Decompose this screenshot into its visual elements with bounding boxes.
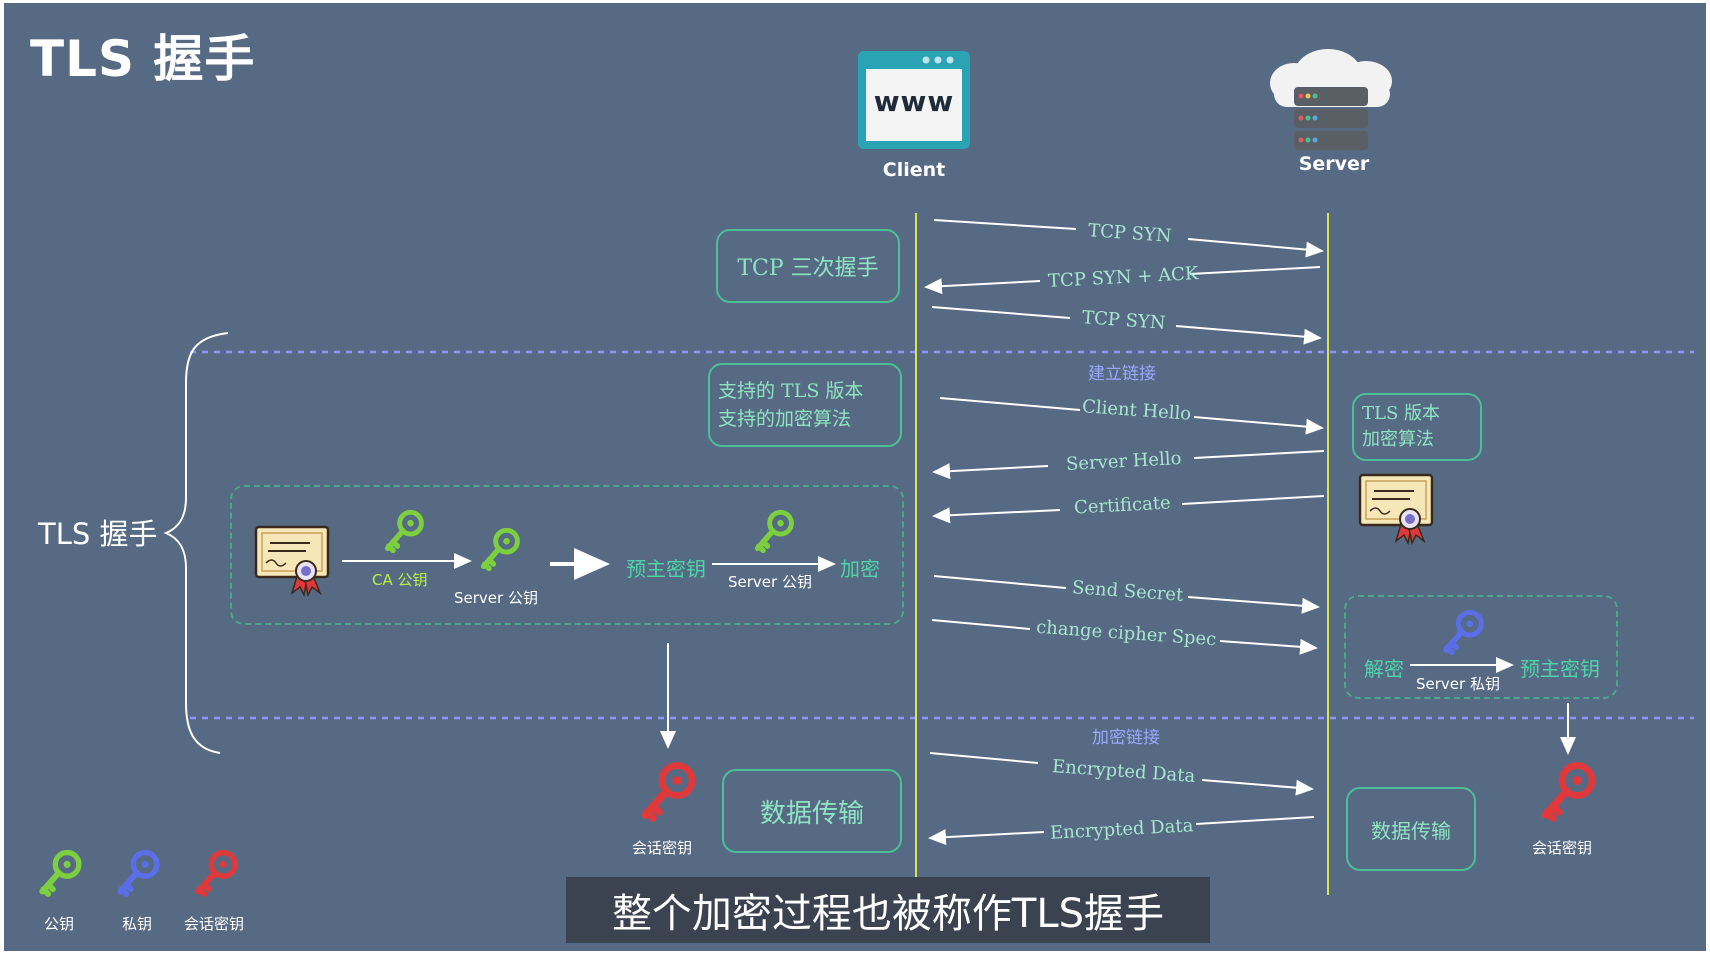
legend-public-label: 公钥 [44,915,75,933]
connect-phase-label: 建立链接 [1088,364,1156,384]
message-arrows [342,219,1576,846]
diagram-canvas: TLS 握手 建立链接 加密链接 TLS 握手 www Client [4,3,1706,951]
legend-private-key-icon [114,849,162,901]
tls-brace [163,332,229,754]
server-private-key-label: Server 私钥 [1416,675,1500,693]
client-supported-tls: 支持的 TLS 版本 [718,380,864,402]
legend-public-key-icon [36,849,84,901]
server-data-transfer-box: 数据传输 [1346,787,1476,871]
client-supported-box: 支持的 TLS 版本 支持的加密算法 [708,363,902,447]
client-icon-text: www [873,85,955,118]
server-tls-version: TLS 版本 [1362,403,1441,424]
server-private-key-icon [1440,609,1486,659]
client-browser-icon: www [856,49,972,151]
encrypt-label: 加密 [840,557,880,581]
client-session-key-icon [638,761,698,827]
encrypt-phase-label: 加密链接 [1092,728,1160,748]
server-public-key-label-2: Server 公钥 [728,573,812,591]
server-session-key-icon [1538,761,1598,827]
server-public-key-label: Server 公钥 [454,589,538,607]
server-tls-box: TLS 版本 加密算法 [1352,393,1482,461]
legend-private-label: 私钥 [122,915,153,933]
video-subtitle: 整个加密过程也被称作TLS握手 [566,877,1210,943]
client-label: Client [882,159,946,181]
server-premaster-label: 预主密钥 [1520,657,1600,681]
server-decrypt-box [1344,595,1618,699]
decrypt-label: 解密 [1364,657,1404,681]
server-session-key-label: 会话密钥 [1532,839,1593,857]
tcp-handshake-box: TCP 三次握手 [716,229,900,303]
server-label: Server [1298,153,1370,175]
ca-public-key-label: CA 公钥 [372,571,428,589]
phase-lines [163,213,1694,895]
tls-handshake-side-label: TLS 握手 [38,517,158,551]
ca-public-key-icon [382,509,426,557]
premaster-key-label: 预主密钥 [626,557,706,581]
server-certificate-icon [1358,473,1434,546]
certificate-icon [254,525,330,598]
client-session-key-label: 会话密钥 [632,839,693,857]
server-cloud-icon [1270,49,1392,150]
legend-session-key-icon [192,849,240,901]
server-public-key-icon [478,527,522,575]
server-public-key-icon-2 [752,509,796,557]
server-cipher: 加密算法 [1362,429,1434,450]
legend-session-label: 会话密钥 [184,915,245,933]
client-verify-box [230,485,904,625]
client-supported-cipher: 支持的加密算法 [718,408,852,430]
page-title: TLS 握手 [30,30,256,88]
client-data-transfer-box: 数据传输 [722,769,902,853]
